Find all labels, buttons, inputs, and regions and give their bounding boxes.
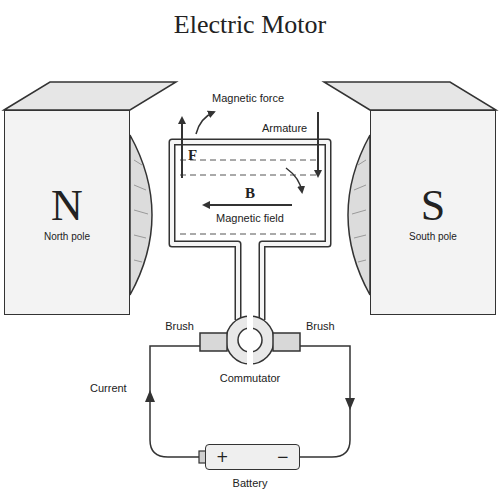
part-label: Brush xyxy=(165,320,194,333)
rotation-arrow xyxy=(286,168,302,192)
force-arrow-up xyxy=(181,118,183,178)
magnet-block: N North pole xyxy=(4,110,130,315)
battery-sign: − xyxy=(276,450,289,465)
part-label: Commutator xyxy=(220,372,281,385)
part-label: Battery xyxy=(233,477,268,490)
field-symbol: B xyxy=(245,184,255,202)
armature-outline xyxy=(172,142,328,320)
rotation-arrow xyxy=(196,112,214,134)
brush xyxy=(200,333,227,351)
pole-letter: S xyxy=(421,183,445,229)
force-arrow-down xyxy=(317,112,319,176)
north-pole-face xyxy=(130,135,152,295)
wire xyxy=(150,346,200,457)
field-lines xyxy=(180,160,320,234)
current-arrow xyxy=(145,390,155,402)
brush xyxy=(273,333,300,351)
diagram-title: Electric Motor xyxy=(0,10,500,40)
north-magnet-top xyxy=(4,82,176,110)
pole-name: South pole xyxy=(409,231,457,242)
commutator-gap xyxy=(247,313,253,367)
south-magnet-top xyxy=(324,82,496,110)
part-label: Brush xyxy=(306,320,335,333)
south-pole-face xyxy=(348,135,370,295)
battery-body: +− xyxy=(205,444,300,470)
field-arrow xyxy=(204,204,292,206)
part-label: Current xyxy=(90,382,127,395)
magnet-block: S South pole xyxy=(370,110,496,315)
current-arrow xyxy=(345,398,355,410)
part-label: Magnetic field xyxy=(214,212,286,225)
part-label: Magnetic force xyxy=(212,92,284,105)
wire xyxy=(300,346,350,457)
pole-letter: N xyxy=(51,183,83,229)
battery-sign: + xyxy=(216,450,229,465)
force-symbol: F xyxy=(188,146,197,164)
pole-name: North pole xyxy=(44,231,90,242)
part-label: Armature xyxy=(262,122,307,135)
armature-wire xyxy=(172,142,328,320)
